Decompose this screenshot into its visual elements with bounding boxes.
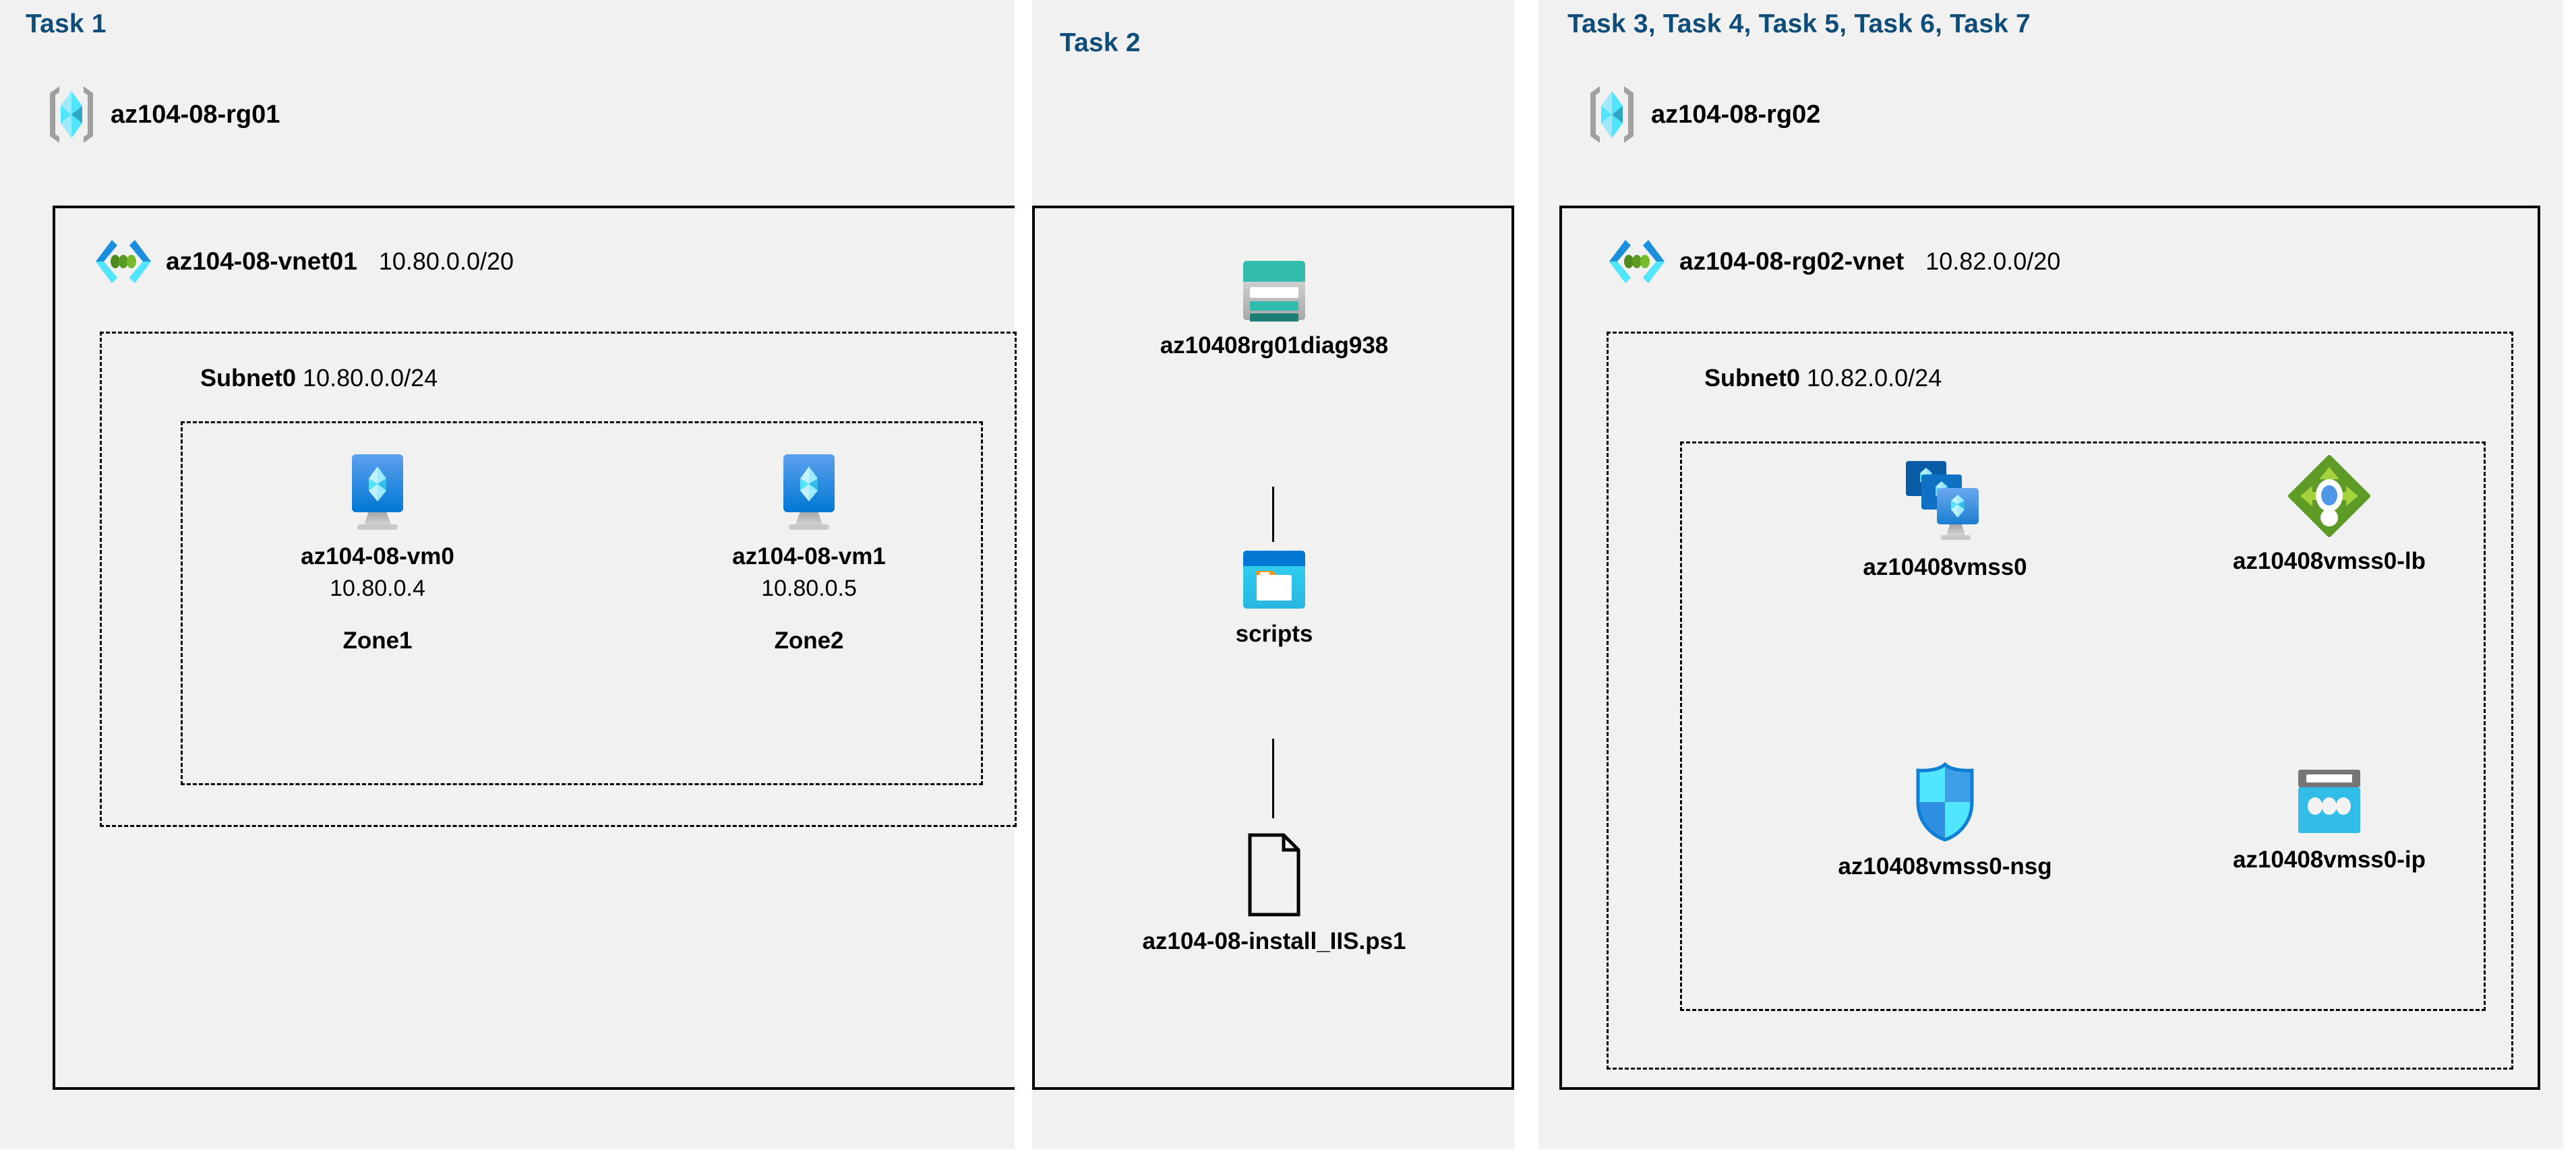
- task2-boundary: [1032, 206, 1514, 1090]
- resource-group-name: az104-08-rg02: [1651, 100, 1821, 129]
- network-security-group-node: az10408vmss0-nsg: [1787, 762, 2103, 880]
- subnet-cidr: 10.80.0.0/24: [303, 364, 438, 392]
- vnet-row-rg02-vnet: az104-08-rg02-vnet 10.82.0.0/20: [1608, 236, 2060, 287]
- vm-name: az104-08-vm0: [301, 543, 454, 570]
- task-heading-2: Task 2: [1060, 28, 1141, 57]
- virtual-machine-icon: [341, 452, 414, 532]
- task-heading-3: Task 3, Task 4, Task 5, Task 6, Task 7: [1567, 9, 2031, 38]
- vm-node-vm1: az104-08-vm1 10.80.0.5 Zone2: [698, 452, 920, 654]
- vm-ip-address: 10.80.0.4: [330, 576, 425, 601]
- vm-zone: Zone2: [774, 627, 844, 654]
- vnet-name: az104-08-vnet01: [166, 247, 357, 275]
- load-balancer-icon: [2288, 455, 2370, 537]
- load-balancer-name: az10408vmss0-lb: [2232, 548, 2426, 574]
- vnet-row-vnet01: az104-08-vnet01 10.80.0.0/20: [94, 236, 514, 287]
- vnet-cidr: 10.82.0.0/20: [1925, 247, 2061, 275]
- vm-scale-set-name: az10408vmss0: [1863, 554, 2027, 580]
- virtual-machine-icon: [773, 452, 845, 532]
- resource-group-icon: [1588, 84, 1636, 145]
- blob-container-icon: [1242, 549, 1307, 610]
- vm-zone: Zone1: [342, 627, 413, 654]
- storage-account-name: az10408rg01diag938: [1160, 332, 1389, 359]
- subnet0-boundary-left: [100, 332, 1017, 827]
- resource-group-row-rg02: az104-08-rg02: [1588, 84, 1820, 145]
- vm-name: az104-08-vm1: [732, 543, 886, 570]
- storage-account-node: az10408rg01diag938: [1160, 259, 1389, 359]
- virtual-network-icon: [1608, 236, 1666, 287]
- script-file-node: az104-08-install_IIS.ps1: [1089, 832, 1460, 955]
- subnet0-boundary-right: [1607, 332, 2513, 1070]
- vnet-cidr: 10.80.0.0/20: [378, 247, 514, 275]
- document-file-icon: [1242, 832, 1307, 917]
- subnet-name: Subnet0: [1704, 364, 1801, 392]
- connector-container-to-file: [1272, 739, 1274, 818]
- vm-node-vm0: az104-08-vm0 10.80.0.4 Zone1: [266, 452, 489, 654]
- resource-group-row-rg01: az104-08-rg01: [47, 84, 280, 145]
- virtual-network-icon: [94, 236, 152, 287]
- subnet-name: Subnet0: [200, 364, 297, 392]
- connector-storage-to-container: [1272, 487, 1274, 542]
- column-gutter-2: [1514, 0, 1538, 1166]
- public-ip-name: az10408vmss0-ip: [2232, 847, 2426, 873]
- vm-scale-set-icon: [1899, 458, 1991, 543]
- vmss-resources-boundary: [1680, 441, 2486, 1011]
- network-security-group-name: az10408vmss0-nsg: [1838, 853, 2052, 880]
- subnet-label-right: Subnet0 10.82.0.0/24: [1704, 364, 1942, 392]
- vm-scale-set-node: az10408vmss0: [1800, 458, 2090, 581]
- task-heading-1: Task 1: [26, 9, 107, 38]
- subnet-cidr: 10.82.0.0/24: [1807, 364, 1942, 392]
- blob-container-name: scripts: [1235, 621, 1313, 647]
- vnet-name: az104-08-rg02-vnet: [1679, 247, 1905, 275]
- availability-zones-boundary: [181, 421, 983, 785]
- script-file-name: az104-08-install_IIS.ps1: [1142, 928, 1406, 954]
- public-ip-node: az10408vmss0-ip: [2181, 768, 2478, 873]
- rg02-vnet-boundary: [1559, 206, 2540, 1090]
- resource-group-name: az104-08-rg01: [111, 100, 280, 129]
- blob-container-node: scripts: [1187, 549, 1362, 648]
- load-balancer-node: az10408vmss0-lb: [2174, 455, 2484, 575]
- public-ip-address-icon: [2296, 768, 2363, 836]
- column-gutter-1: [1015, 0, 1032, 1166]
- network-security-group-icon: [1910, 762, 1980, 842]
- resource-group-icon: [47, 84, 96, 145]
- vm-ip-address: 10.80.0.5: [761, 576, 857, 601]
- storage-account-icon: [1242, 259, 1307, 321]
- subnet-label-left: Subnet0 10.80.0.0/24: [200, 364, 438, 392]
